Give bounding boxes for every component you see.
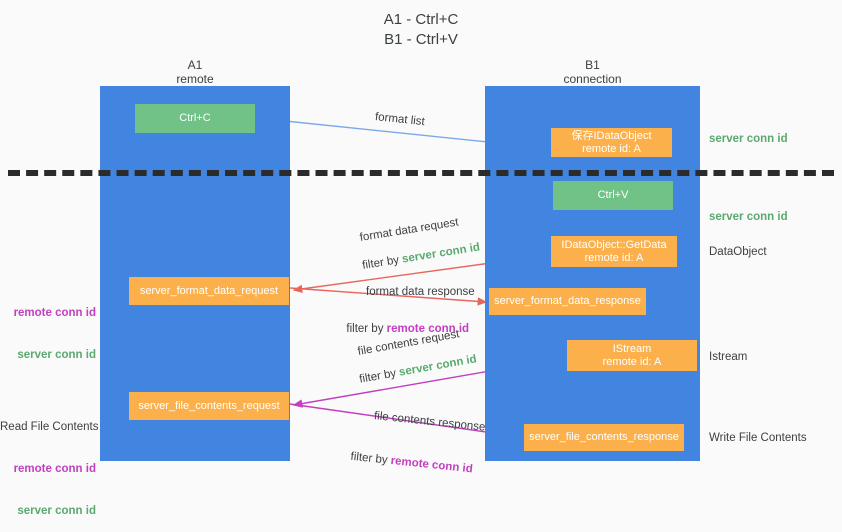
page-title: A1 - Ctrl+C B1 - Ctrl+V xyxy=(383,11,459,48)
note-istream: Istream xyxy=(709,351,748,363)
note-read-file-contents: Read File Contents xyxy=(0,421,99,433)
node-server-file-contents-response[interactable]: server_file_contents_response xyxy=(524,424,684,451)
note-group-file-contents: Read File Contents remote conn id server… xyxy=(0,392,99,532)
node-istream[interactable]: IStream remote id: A xyxy=(567,340,697,371)
node-idataobject-getdata[interactable]: IDataObject::GetData remote id: A xyxy=(551,236,677,267)
note-server-conn-id-2: server conn id xyxy=(17,505,96,517)
note-remote-conn-id: remote conn id xyxy=(13,307,96,319)
filter-prefix: filter by xyxy=(346,323,387,335)
arrow-format-data-response xyxy=(289,287,488,306)
note-server-conn-id: server conn id xyxy=(17,349,96,361)
note-server-conn-id-top: server conn id xyxy=(709,133,788,145)
note-group-format-data: remote conn id server conn id xyxy=(0,278,96,376)
arrow-file-contents-response xyxy=(289,403,523,440)
edge-label-format-data-response: format data response xyxy=(366,286,475,298)
note-data-object: DataObject xyxy=(709,246,767,258)
filter-key-remote-conn-id: remote conn id xyxy=(386,323,470,335)
note-write-file-contents: Write File Contents xyxy=(709,432,807,444)
edge-label-format-data-response-filter: filter by remote conn id xyxy=(340,307,469,337)
note-remote-conn-id-2: remote conn id xyxy=(13,463,96,475)
node-save-idataobject[interactable]: 保存IDataObject remote id: A xyxy=(551,128,672,157)
note-server-conn-id-mid: server conn id xyxy=(709,211,788,223)
node-ctrl-v[interactable]: Ctrl+V xyxy=(553,181,673,210)
filter-prefix: filter by xyxy=(349,450,392,467)
swimlane-header-a1: A1 remote xyxy=(176,58,214,86)
node-server-file-contents-request[interactable]: server_file_contents_request xyxy=(129,392,289,420)
node-server-format-data-request[interactable]: server_format_data_request xyxy=(129,277,289,305)
node-ctrl-c[interactable]: Ctrl+C xyxy=(135,104,255,133)
phase-divider xyxy=(8,170,834,176)
swimlane-header-b1: B1 connection xyxy=(563,58,622,86)
node-server-format-data-response[interactable]: server_format_data_response xyxy=(489,288,646,315)
